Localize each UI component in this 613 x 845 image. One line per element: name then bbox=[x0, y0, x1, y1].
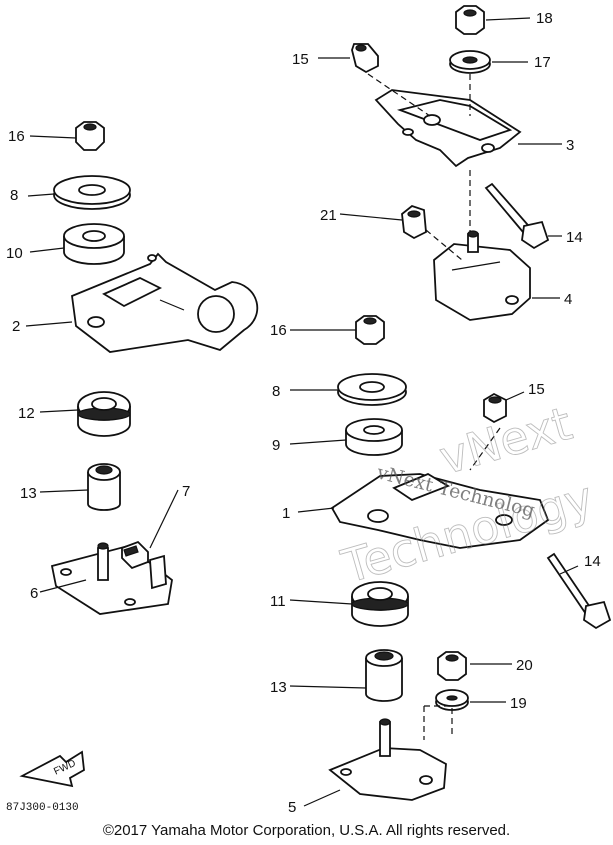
callout-15-top: 15 bbox=[292, 51, 309, 68]
callout-8-left: 8 bbox=[10, 187, 18, 204]
part-3-bracket bbox=[374, 89, 522, 168]
part-21-collar bbox=[401, 204, 427, 240]
part-15-grommet-right bbox=[483, 392, 507, 424]
callout-16-right: 16 bbox=[270, 322, 287, 339]
reference-code: 87J300-0130 bbox=[6, 802, 79, 814]
part-12-grommet-left bbox=[77, 391, 131, 437]
part-15-grommet-top bbox=[351, 43, 379, 74]
callout-19: 19 bbox=[510, 695, 527, 712]
part-8-washer-right bbox=[337, 373, 407, 406]
part-10-bushing-left bbox=[63, 223, 125, 265]
callout-16-left: 16 bbox=[8, 128, 25, 145]
callout-3: 3 bbox=[566, 137, 574, 154]
callout-9: 9 bbox=[272, 437, 280, 454]
callout-15-right: 15 bbox=[528, 381, 545, 398]
callout-8-right: 8 bbox=[272, 383, 280, 400]
callout-17: 17 bbox=[534, 54, 551, 71]
part-20-nut bbox=[437, 651, 467, 681]
part-11-grommet bbox=[351, 581, 409, 627]
part-7-stopper bbox=[121, 540, 149, 570]
callout-4: 4 bbox=[564, 291, 572, 308]
callout-5: 5 bbox=[288, 799, 296, 816]
callout-1: 1 bbox=[282, 505, 290, 522]
callout-14-top: 14 bbox=[566, 229, 583, 246]
fwd-arrow-icon: FWD bbox=[19, 750, 85, 788]
callout-10: 10 bbox=[6, 245, 23, 262]
callout-12: 12 bbox=[18, 405, 35, 422]
part-14-bolt-top bbox=[484, 182, 550, 250]
callout-7: 7 bbox=[182, 483, 190, 500]
callout-20: 20 bbox=[516, 657, 533, 674]
part-17-washer bbox=[449, 50, 491, 74]
callout-21: 21 bbox=[320, 207, 337, 224]
part-2-bracket bbox=[71, 252, 259, 353]
callout-13-left: 13 bbox=[20, 485, 37, 502]
part-6-mount-plate bbox=[50, 542, 173, 615]
callout-2: 2 bbox=[12, 318, 20, 335]
part-14-bolt-right bbox=[546, 552, 612, 630]
callout-labels: 18 17 15 3 16 8 10 21 14 4 2 16 8 15 12 … bbox=[6, 10, 601, 816]
callout-18: 18 bbox=[536, 10, 553, 27]
callout-13-right: 13 bbox=[270, 679, 287, 696]
assembly-lines bbox=[367, 73, 501, 740]
part-9-bushing bbox=[345, 418, 403, 456]
part-4-engine-mount bbox=[433, 230, 531, 321]
callout-14-right: 14 bbox=[584, 553, 601, 570]
copyright-notice: ©2017 Yamaha Motor Corporation, U.S.A. A… bbox=[102, 822, 511, 839]
leader-lines bbox=[25, 17, 579, 807]
part-5-mount-plate bbox=[328, 718, 447, 801]
part-18-nut bbox=[455, 5, 485, 35]
part-13-collar-right bbox=[365, 649, 403, 702]
part-16-nut-right bbox=[355, 315, 385, 345]
part-8-washer-left bbox=[53, 175, 131, 210]
part-19-washer bbox=[435, 689, 469, 711]
part-16-nut-left bbox=[75, 121, 105, 151]
callout-6: 6 bbox=[30, 585, 38, 602]
callout-11: 11 bbox=[270, 593, 286, 610]
part-1-bracket bbox=[330, 472, 550, 549]
part-13-collar-left bbox=[87, 463, 121, 511]
